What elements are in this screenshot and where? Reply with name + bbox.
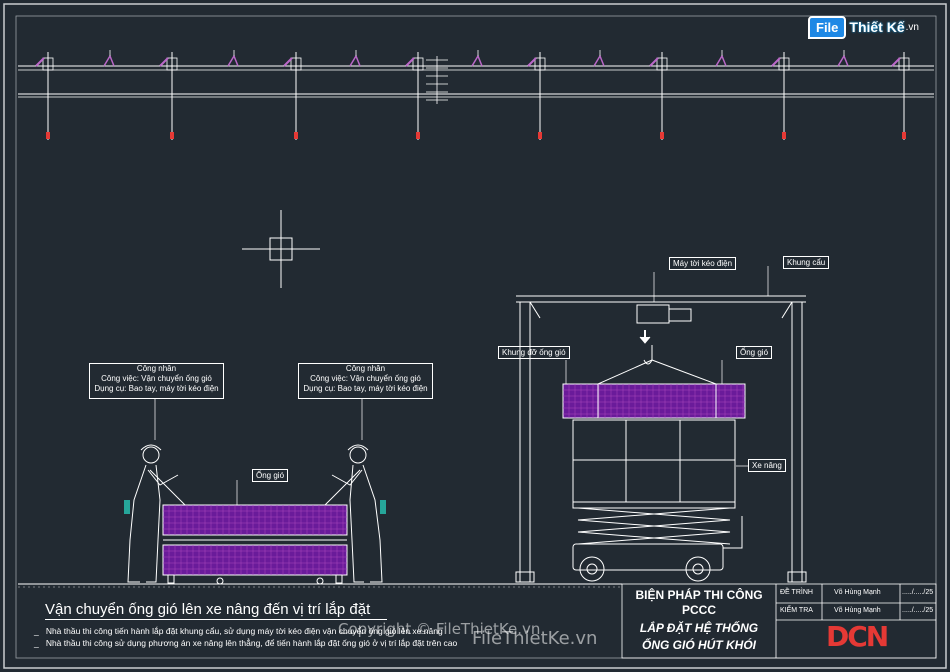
callout-khung-do: Khung đỡ ống gió xyxy=(498,346,570,359)
winch xyxy=(597,304,717,385)
crosshair-symbol xyxy=(242,210,320,288)
logo-name: Thiết Kế xyxy=(849,19,905,35)
note-line2: Dụng cụ: Bao tay, máy tời kéo điện xyxy=(303,384,428,393)
center-coupling xyxy=(426,56,448,104)
hanger xyxy=(159,52,178,140)
bullet-text: Nhà thầu thi công tiến hành lắp đặt khun… xyxy=(45,626,443,636)
note-line1: Công việc: Vận chuyển ống gió xyxy=(101,374,212,383)
note-title: Công nhân xyxy=(136,364,177,373)
hanger xyxy=(35,52,54,140)
rail-clip xyxy=(471,50,483,67)
scissor-lift xyxy=(572,419,743,582)
company-logo: DCN xyxy=(826,620,889,653)
tb-name-2: Võ Hùng Mạnh xyxy=(834,607,881,614)
worker-right xyxy=(324,444,386,583)
callout-leaders xyxy=(154,266,769,505)
caption-title: Vận chuyển ống gió lên xe nâng đến vị tr… xyxy=(45,601,371,618)
hanger xyxy=(405,52,424,140)
caption-bullet-1: _ Nhà thầu thi công tiến hành lắp đặt kh… xyxy=(34,626,443,636)
caption-bullet-2: _ Nhà thầu thi công sử dụng phương án xe… xyxy=(34,638,458,648)
logo-brand: File xyxy=(808,15,847,39)
rail-clip xyxy=(593,50,605,67)
tb-sub-2: ỐNG GIÓ HÚT KHÓI xyxy=(642,638,756,652)
rail-clip xyxy=(103,50,115,67)
duct-trolley-left xyxy=(162,504,348,585)
top-rail xyxy=(18,65,934,98)
callout-khung-cau: Khung cẩu xyxy=(783,256,830,269)
callout-xe-nang: Xe nâng xyxy=(748,459,786,472)
callout-ong-gio-right: Ống gió xyxy=(736,346,773,359)
watermark-copyright: Copyright © FileThietKe.vn xyxy=(338,620,541,638)
bullet-text: Nhà thầu thi công sử dụng phương án xe n… xyxy=(45,638,458,648)
hanger xyxy=(891,52,910,140)
tb-date-2: ...../...../25 xyxy=(902,607,934,614)
tb-sub-1: LẮP ĐẶT HỆ THỐNG xyxy=(639,621,759,635)
tb-title-2: PCCC xyxy=(681,603,716,617)
hanger xyxy=(527,52,546,140)
rail-clip xyxy=(715,50,727,67)
note-line2: Dụng cụ: Bao tay, máy tời kéo điện xyxy=(94,384,219,393)
tb-role-2: KIỂM TRA xyxy=(780,607,813,614)
hanger xyxy=(771,52,790,140)
callout-may-toi: Máy tời kéo điện xyxy=(669,257,737,270)
note-title: Công nhân xyxy=(345,364,386,373)
callout-ong-gio-left: Ống gió xyxy=(252,469,289,482)
duct-lifted xyxy=(562,383,746,419)
tb-role-1: ĐỀ TRÌNH xyxy=(780,589,813,596)
hanger xyxy=(649,52,668,140)
filethietke-logo: File Thiết Kế .vn xyxy=(808,13,920,41)
inner-frame xyxy=(15,15,937,659)
worker-note-left: Công nhân Công việc: Vận chuyển ống gió … xyxy=(89,363,224,399)
rail-clip xyxy=(837,50,849,67)
drawing-frame xyxy=(3,3,947,669)
hanger-series xyxy=(35,50,910,140)
hanger xyxy=(283,52,302,140)
rail-clip xyxy=(227,50,239,67)
crane-frame xyxy=(515,295,807,583)
watermark-site: FileThietKe.vn xyxy=(472,628,598,649)
tb-name-1: Võ Hùng Mạnh xyxy=(834,589,881,596)
rail-clip xyxy=(349,50,361,67)
logo-domain: .vn xyxy=(905,21,919,33)
worker-left xyxy=(124,444,186,583)
tb-date-1: ...../...../25 xyxy=(902,589,934,596)
tb-title-1: BIỆN PHÁP THI CÔNG xyxy=(635,588,763,602)
worker-note-right: Công nhân Công việc: Vận chuyển ống gió … xyxy=(298,363,433,399)
title-block xyxy=(621,583,937,659)
note-line1: Công việc: Vận chuyển ống gió xyxy=(310,374,421,383)
caption-underline xyxy=(45,619,387,620)
